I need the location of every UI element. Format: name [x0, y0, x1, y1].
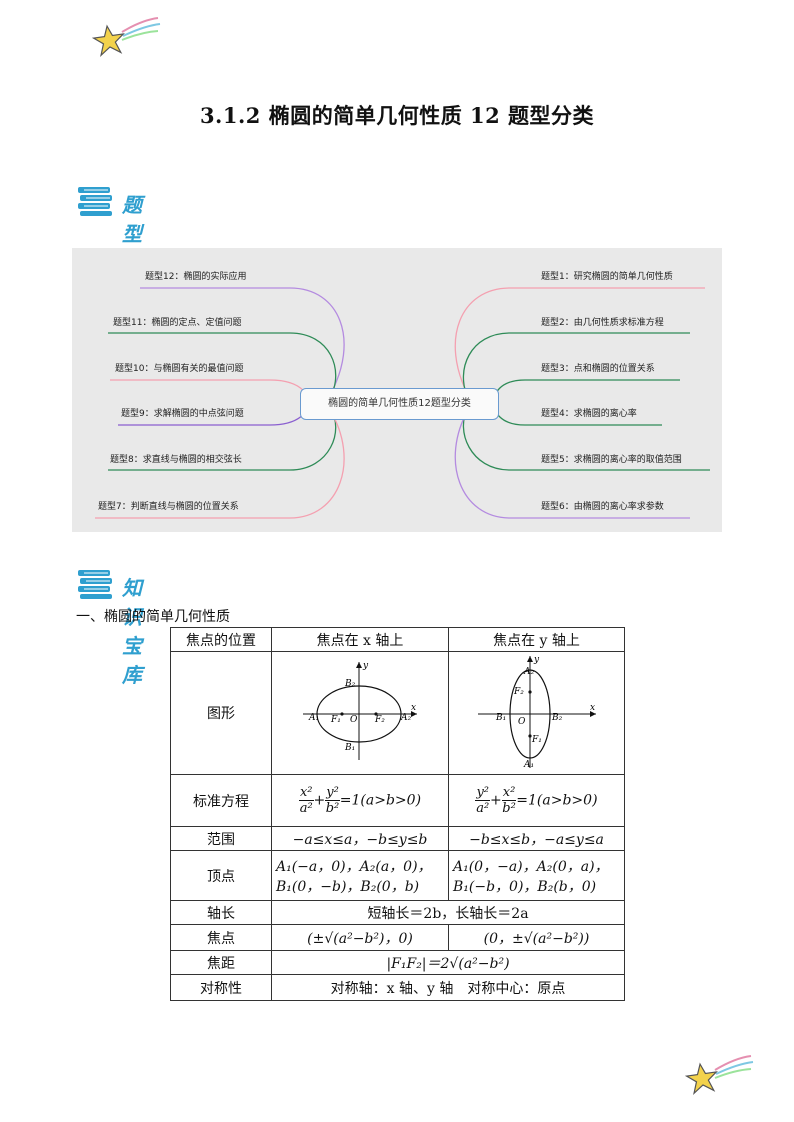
table-row: 顶点 A₁(−a，0)，A₂(a，0)， B₁(0，−b)，B₂(0，b) A₁… — [170, 850, 625, 901]
row-label: 轴长 — [170, 900, 272, 925]
axis-length: 短轴长＝2b，长轴长＝2a — [271, 900, 625, 925]
figure-cell-y: y x A₂ A₁ F₂ F₁ B₁ B₂ O — [448, 651, 625, 775]
section-label: 知识宝库 — [122, 576, 146, 687]
symmetry: 对称轴：x 轴、y 轴 对称中心：原点 — [271, 974, 625, 1001]
subheading: 一、椭圆的简单几何性质 — [76, 609, 230, 625]
mindmap-right-item: 题型6：由椭圆的离心率求参数 — [541, 502, 664, 512]
svg-text:F₂: F₂ — [513, 687, 524, 697]
range-x: −a≤x≤a，−b≤y≤b — [271, 826, 449, 851]
table-header-cell: 焦点在 y 轴上 — [448, 627, 625, 652]
mindmap-left-item: 题型8：求直线与椭圆的相交弦长 — [110, 455, 242, 465]
svg-text:A₁: A₁ — [523, 760, 534, 770]
mindmap-left-item: 题型10：与椭圆有关的最值问题 — [115, 364, 244, 374]
mindmap-left-item: 题型7：判断直线与椭圆的位置关系 — [98, 502, 239, 512]
properties-table: 焦点的位置 焦点在 x 轴上 焦点在 y 轴上 图形 y x B₂ B₁ A₁ … — [170, 627, 625, 1001]
svg-text:A₂: A₂ — [523, 667, 534, 677]
table-row: 对称性 对称轴：x 轴、y 轴 对称中心：原点 — [170, 974, 625, 1001]
ellipse-x-axis-figure: y x B₂ B₁ A₁ A₂ F₁ F₂ O — [303, 661, 417, 760]
figure-cell-x: y x B₂ B₁ A₁ A₂ F₁ F₂ O — [271, 651, 449, 775]
vertices-line: B₁(−b，0)，B₂(b，0) — [453, 878, 597, 895]
svg-text:y: y — [533, 655, 540, 665]
mindmap-right-item: 题型1：研究椭圆的简单几何性质 — [541, 272, 673, 282]
focal-distance: |F₁F₂|＝2√(a²−b²) — [271, 950, 625, 975]
range-y: −b≤x≤b，−a≤y≤a — [448, 826, 625, 851]
book-stack-icon — [78, 570, 112, 599]
page-title: 3.1.2 椭圆的简单几何性质 12 题型分类 — [199, 103, 595, 128]
vertices-line: A₁(0，−a)，A₂(0，a)， — [453, 858, 609, 875]
star-decoration-icon — [685, 1055, 754, 1095]
svg-text:A₂: A₂ — [400, 713, 411, 723]
row-label: 焦距 — [170, 950, 272, 975]
table-row: 焦点 (±√(a²−b²)，0) (0，±√(a²−b²)) — [170, 924, 625, 951]
mindmap-left-item: 题型9：求解椭圆的中点弦问题 — [121, 409, 244, 419]
svg-text:B₁: B₁ — [344, 743, 355, 753]
row-label: 对称性 — [170, 974, 272, 1001]
vertices-line: A₁(−a，0)，A₂(a，0)， — [276, 858, 432, 875]
table-row: 轴长 短轴长＝2b，长轴长＝2a — [170, 900, 625, 925]
vertices-line: B₁(0，−b)，B₂(0，b) — [276, 878, 420, 895]
table-row: 焦点的位置 焦点在 x 轴上 焦点在 y 轴上 — [170, 627, 625, 652]
mindmap-right-item: 题型2：由几何性质求标准方程 — [541, 318, 664, 328]
svg-text:x: x — [590, 703, 595, 713]
row-label: 图形 — [170, 651, 272, 775]
mindmap-right-item: 题型5：求椭圆的离心率的取值范围 — [541, 455, 682, 465]
vertices-x: A₁(−a，0)，A₂(a，0)， B₁(0，−b)，B₂(0，b) — [271, 850, 449, 901]
table-header-cell: 焦点在 x 轴上 — [271, 627, 449, 652]
svg-text:B₂: B₂ — [344, 679, 356, 689]
svg-text:O: O — [518, 717, 526, 727]
vertices-y: A₁(0，−a)，A₂(0，a)， B₁(−b，0)，B₂(b，0) — [448, 850, 625, 901]
star-decoration-icon — [92, 17, 161, 57]
row-label: 标准方程 — [170, 774, 272, 827]
svg-text:y: y — [362, 661, 369, 671]
book-stack-icon — [78, 187, 112, 216]
table-header-cell: 焦点的位置 — [170, 627, 272, 652]
ellipse-y-axis-figure: y x A₂ A₁ F₂ F₁ B₁ B₂ O — [477, 655, 596, 770]
mindmap-left-item: 题型11：椭圆的定点、定值问题 — [113, 318, 242, 328]
svg-text:A₁: A₁ — [308, 713, 319, 723]
equation-tail: =1(a>b>0) — [516, 792, 598, 809]
equation-tail: =1(a>b>0) — [339, 792, 422, 809]
row-label: 范围 — [170, 826, 272, 851]
mindmap-center-node: 椭圆的简单几何性质12题型分类 — [300, 388, 499, 420]
row-label: 顶点 — [170, 850, 272, 901]
svg-text:x: x — [411, 703, 416, 713]
svg-text:F₁: F₁ — [330, 715, 341, 725]
svg-text:F₁: F₁ — [531, 735, 542, 745]
table-row: 图形 y x B₂ B₁ A₁ A₂ F₁ F₂ O — [170, 651, 625, 775]
row-label: 焦点 — [170, 924, 272, 951]
svg-text:B₁: B₁ — [495, 713, 506, 723]
svg-text:O: O — [350, 715, 358, 725]
table-row: 焦距 |F₁F₂|＝2√(a²−b²) — [170, 950, 625, 975]
table-row: 范围 −a≤x≤a，−b≤y≤b −b≤x≤b，−a≤y≤a — [170, 826, 625, 851]
focus-y: (0，±√(a²−b²)) — [448, 924, 625, 951]
mindmap-right-item: 题型4：求椭圆的离心率 — [541, 409, 637, 419]
svg-text:B₂: B₂ — [551, 713, 563, 723]
svg-text:F₂: F₂ — [374, 715, 385, 725]
mindmap-right-item: 题型3：点和椭圆的位置关系 — [541, 364, 655, 374]
mindmap-left-item: 题型12：椭圆的实际应用 — [145, 272, 247, 282]
focus-x: (±√(a²−b²)，0) — [271, 924, 449, 951]
